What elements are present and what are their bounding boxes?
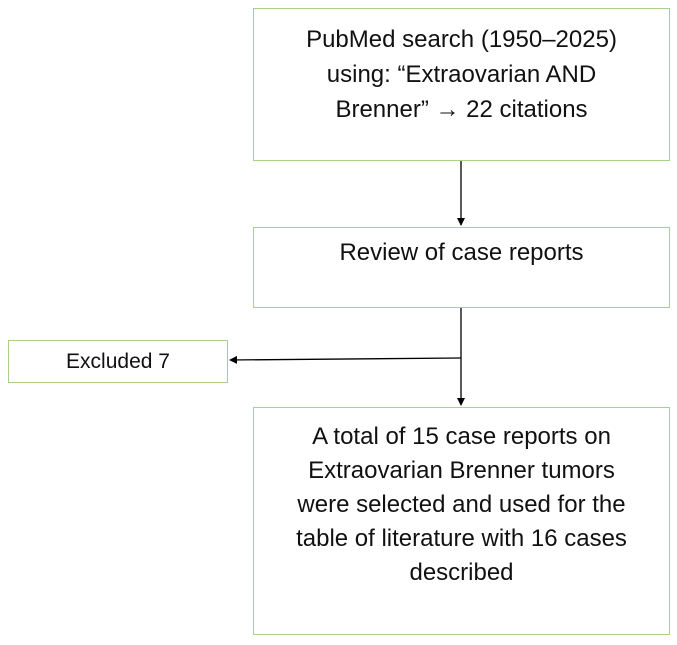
result-box-line: were selected and used for the: [297, 491, 626, 518]
search-box-line: PubMed search (1950–2025): [306, 26, 617, 53]
result-box-text: A total of 15 case reports on Extraovari…: [296, 420, 627, 590]
result-box-line: described: [409, 559, 514, 586]
search-box-line: using: “Extraovarian AND: [326, 61, 597, 88]
search-box-text: PubMed search (1950–2025) using: “Extrao…: [306, 22, 617, 127]
result-box-line: Extraovarian Brenner tumors: [308, 457, 615, 484]
excluded-box-text: Excluded 7: [66, 349, 170, 373]
search-box-line: Brenner” → 22 citations: [335, 96, 588, 123]
search-box: PubMed search (1950–2025) using: “Extrao…: [253, 8, 670, 161]
result-box: A total of 15 case reports on Extraovari…: [253, 407, 670, 635]
arrow-to-excluded: [229, 355, 462, 364]
result-box-line: table of literature with 16 cases: [296, 525, 627, 552]
review-box-text: Review of case reports: [339, 239, 584, 266]
result-box-line: A total of 15 case reports on: [312, 423, 611, 450]
excluded-box: Excluded 7: [8, 340, 228, 383]
review-box: Review of case reports: [253, 227, 670, 308]
